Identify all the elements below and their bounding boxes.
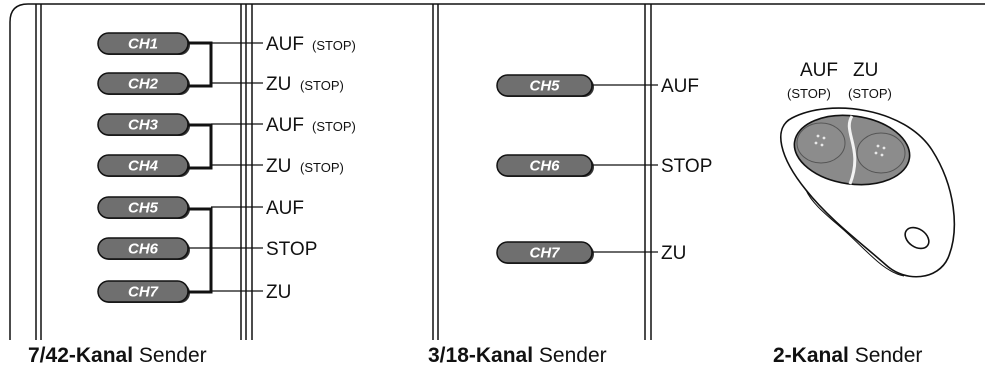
left-label-ch7-main: ZU	[266, 282, 291, 303]
middle-pill-ch6-label: CH6	[529, 158, 560, 175]
caption-right-rest: Sender	[848, 344, 923, 367]
fob-label-zu: ZU	[853, 60, 878, 81]
left-label-ch1-sub: (STOP)	[312, 38, 356, 53]
left-label-ch4-sub: (STOP)	[300, 160, 344, 175]
fob-button-divider	[847, 115, 857, 185]
caption-middle: 3/18-Kanal Sender	[428, 344, 607, 368]
caption-left-bold: 7/42-Kanal	[28, 344, 134, 367]
bracket-ch3-ch4	[188, 123, 213, 170]
left-label-ch5-main: AUF	[266, 198, 304, 219]
fob-button-dots	[814, 134, 886, 157]
bracket-ch5-ch7	[188, 207, 213, 294]
left-pill-ch1: CH1	[97, 32, 190, 55]
left-pill-ch3: CH3	[97, 113, 190, 136]
left-pill-ch3-label: CH3	[128, 117, 159, 134]
outer-frame	[9, 3, 985, 340]
left-pill-ch7: CH7	[97, 280, 190, 303]
middle-function-labels: AUF STOP ZU	[661, 76, 712, 264]
middle-pill-ch7-label: CH7	[529, 245, 560, 262]
left-label-ch2-sub: (STOP)	[300, 78, 344, 93]
key-fob-remote	[780, 107, 956, 278]
left-pill-ch5: CH5	[97, 196, 190, 219]
left-label-ch6-main: STOP	[266, 239, 317, 260]
bracket-ch1-ch2	[188, 41, 213, 88]
left-label-ch3-main: AUF	[266, 115, 304, 136]
middle-pill-ch5: CH5	[496, 74, 594, 97]
left-pill-ch5-label: CH5	[128, 200, 159, 217]
fob-side-edge	[805, 189, 905, 277]
left-pill-ch2-label: CH2	[128, 76, 159, 93]
caption-left-rest: Sender	[133, 344, 207, 367]
fob-label-auf-sub: (STOP)	[787, 86, 831, 101]
left-label-ch4-main: ZU	[266, 156, 291, 177]
middle-pill-ch7: CH7	[496, 241, 594, 264]
left-leader-lines	[188, 42, 263, 292]
fob-label-auf: AUF	[800, 60, 838, 81]
caption-middle-rest: Sender	[533, 344, 607, 367]
caption-left: 7/42-Kanal Sender	[28, 344, 207, 368]
divider-rails	[35, 4, 652, 340]
left-pill-ch6-label: CH6	[128, 241, 159, 258]
fob-button-auf	[796, 122, 846, 164]
middle-pill-ch6: CH6	[496, 154, 594, 177]
middle-leader-lines	[592, 84, 658, 253]
middle-label-ch6: STOP	[661, 156, 712, 177]
fob-button-zu	[856, 132, 906, 174]
left-label-ch2-main: ZU	[266, 74, 291, 95]
left-pill-ch4-body	[97, 154, 189, 177]
middle-label-ch7: ZU	[661, 243, 686, 264]
fob-label-zu-sub: (STOP)	[848, 86, 892, 101]
left-function-labels: AUF (STOP) ZU (STOP) AUF (STOP) ZU (STOP) AUF STO…	[266, 34, 356, 303]
right-panel: AUF ZU (STOP) (STOP)	[780, 60, 956, 278]
caption-middle-bold: 3/18-Kanal	[428, 344, 534, 367]
middle-pill-ch5-label: CH5	[529, 78, 560, 95]
left-label-ch1-main: AUF	[266, 34, 304, 55]
left-pill-ch7-label: CH7	[128, 284, 159, 301]
left-brackets	[188, 41, 213, 294]
left-pill-ch2-body	[97, 72, 189, 95]
left-pill-ch2: CH2	[97, 72, 190, 95]
left-pill-ch4: CH4	[97, 154, 190, 177]
left-label-ch3-sub: (STOP)	[312, 119, 356, 134]
left-pill-ch4-label: CH4	[128, 158, 159, 175]
caption-right: 2-Kanal Sender	[773, 344, 922, 368]
middle-label-ch5: AUF	[661, 76, 699, 97]
left-pill-ch1-label: CH1	[128, 36, 158, 53]
keyring-hole	[904, 226, 930, 250]
left-pill-ch6: CH6	[97, 237, 190, 260]
caption-right-bold: 2-Kanal	[773, 344, 849, 367]
